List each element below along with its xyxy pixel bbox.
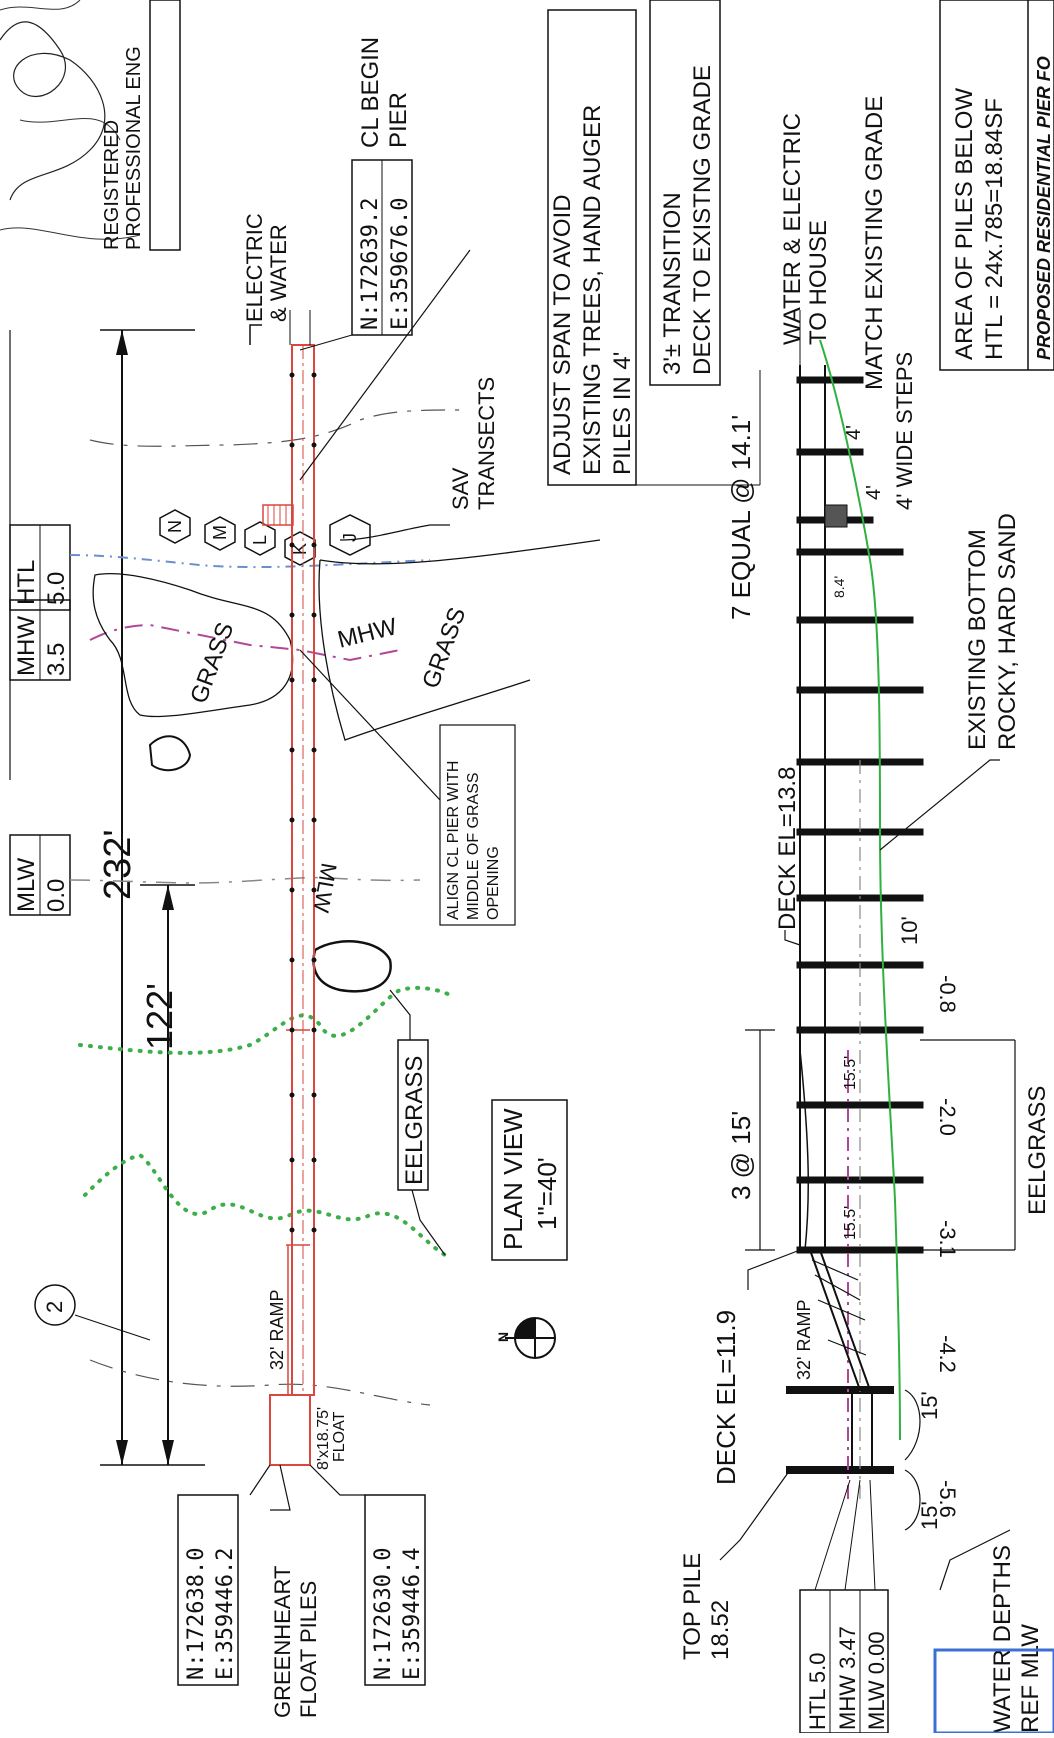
dim-15b: 15' — [917, 1501, 942, 1530]
transect-k: K — [290, 543, 310, 555]
north-arrow: N — [495, 1317, 556, 1359]
proposed-title: PROPOSED RESIDENTIAL PIER FO — [1034, 56, 1054, 360]
stamp-line2: PROFESSIONAL ENG — [123, 46, 145, 250]
three-at-label: 3 @ 15' — [726, 1111, 756, 1200]
dim-10: 10' — [897, 916, 922, 945]
section-piles — [786, 376, 924, 1474]
coords-right-box: N:172630.0 E:359446.4 — [364, 1494, 426, 1686]
dim-15a: 15' — [917, 1391, 942, 1420]
dim-15-5b: 15.5' — [842, 1206, 859, 1240]
mhw-tag-value: 3.5 — [43, 643, 70, 676]
deck-el-lower: DECK EL=11.9 — [711, 1310, 741, 1485]
cl-begin-coords: N:172639.2 E:359676.0 CL BEGINPIER — [299, 37, 413, 351]
depth-3-1: -3.1 — [935, 1220, 960, 1258]
section-view: 7 EQUAL @ 14.1' 3 @ 15' DECK EL=13.8 — [572, 310, 1054, 1735]
electric-water-label: ELECTRIC& WATER — [242, 213, 291, 322]
eelgrass-label-plan: EELGRASS — [401, 1056, 428, 1185]
coords-left-northing: N:172638.0 — [184, 1548, 209, 1680]
cl-begin-northing: N:172639.2 — [358, 198, 383, 330]
coords-left-box: N:172638.0 E:359446.2 — [177, 1494, 239, 1686]
eelgrass-label-section: EELGRASS — [1024, 1086, 1051, 1215]
transect-l: L — [250, 535, 270, 545]
plan-view-title: PLAN VIEW 1"=40' — [491, 1099, 568, 1261]
detail-number: 2 — [42, 1301, 67, 1313]
htl-tag-text: HTL — [13, 560, 40, 605]
pier-plan — [262, 344, 317, 1466]
depth-4-2: -4.2 — [935, 1335, 960, 1373]
float-label: 8'x18.75'FLOAT — [315, 1407, 348, 1470]
equal-spans-label: 7 EQUAL @ 14.1' — [726, 415, 756, 620]
plan-view-title-text: PLAN VIEW — [498, 1108, 528, 1250]
grass-label-2: GRASS — [417, 604, 471, 692]
match-grade-note: MATCH EXISTING GRADE — [861, 96, 888, 390]
water-electric-house-note: WATER & ELECTRICTO HOUSE — [779, 113, 832, 345]
datum-mlw: MLW 0.00 — [864, 1631, 889, 1730]
pe-stamp: REGISTERED PROFESSIONAL ENG — [0, 0, 181, 251]
coords-right-northing: N:172630.0 — [371, 1548, 396, 1680]
transect-m: M — [210, 525, 230, 540]
detail-bubble: 2 — [34, 1284, 151, 1341]
mhw-label: MHW — [335, 613, 400, 654]
tidal-datums-box: HTL 5.0 MHW 3.47 MLW 0.00 — [799, 1479, 889, 1734]
mhw-tag-text: MHW — [13, 616, 40, 676]
dim-4a: 4' — [843, 425, 865, 440]
greenheart-label: GREENHEARTFLOAT PILES — [270, 1566, 321, 1718]
htl-tag: HTL 5.0 — [9, 524, 71, 611]
section-ramp — [808, 1249, 873, 1471]
transect-j: J — [340, 533, 360, 542]
transect-n: N — [165, 520, 185, 533]
section-small-dims: 4' 4' 8.4' 10' 15.5' 15.5' 15' 15' — [831, 425, 942, 1530]
dimension-122: 122' — [139, 983, 180, 1050]
water-depths-label: WATER DEPTHSREF MLW — [989, 1545, 1044, 1733]
sav-transect-markers: N M L K J — [159, 509, 371, 566]
dim-15-5a: 15.5' — [842, 1056, 859, 1090]
wide-steps-note: 4' WIDE STEPS — [892, 352, 917, 510]
grass-label-1: GRASS — [185, 619, 239, 707]
dim-4b: 4' — [863, 485, 885, 500]
plan-view-scale: 1"=40' — [532, 1157, 562, 1230]
ramp-label-section: 32' RAMP — [794, 1300, 814, 1380]
ramp-label-plan: 32' RAMP — [267, 1290, 287, 1370]
depth-0-8: -0.8 — [935, 975, 960, 1013]
north-letter: N — [495, 1332, 511, 1342]
depth-5-6: -5.6 — [935, 1480, 960, 1518]
mlw-tag: MLW 0.0 — [9, 834, 71, 916]
mhw-tag: MHW 3.5 — [9, 599, 71, 681]
datum-htl: HTL 5.0 — [805, 1653, 830, 1730]
coords-left-easting: E:359446.2 — [213, 1548, 238, 1680]
plan-view: 232' 122' HTL 5.0 MHW 3.5 MLW 0.0 — [9, 37, 601, 1718]
cl-begin-label: CL BEGINPIER — [357, 37, 412, 148]
dim-8-4: 8.4' — [831, 576, 847, 598]
mlw-tag-text: MLW — [13, 857, 40, 912]
sav-transects-label: SAVTRANSECTS — [448, 377, 499, 510]
deck-el-upper: DECK EL=13.8 — [774, 767, 801, 930]
depth-2-0: -2.0 — [935, 1098, 960, 1136]
datum-mhw: MHW 3.47 — [835, 1626, 860, 1730]
stamp-line1: REGISTERED — [101, 120, 123, 250]
cl-begin-easting: E:359676.0 — [388, 198, 413, 330]
dimension-232: 232' — [97, 829, 139, 900]
top-pile-label: TOP PILE18.52 — [679, 1553, 734, 1660]
coords-right-easting: E:359446.4 — [400, 1548, 425, 1680]
mlw-tag-value: 0.0 — [43, 879, 70, 912]
section-depths: -0.8 -2.0 -3.1 -4.2 -5.6 — [935, 975, 960, 1518]
